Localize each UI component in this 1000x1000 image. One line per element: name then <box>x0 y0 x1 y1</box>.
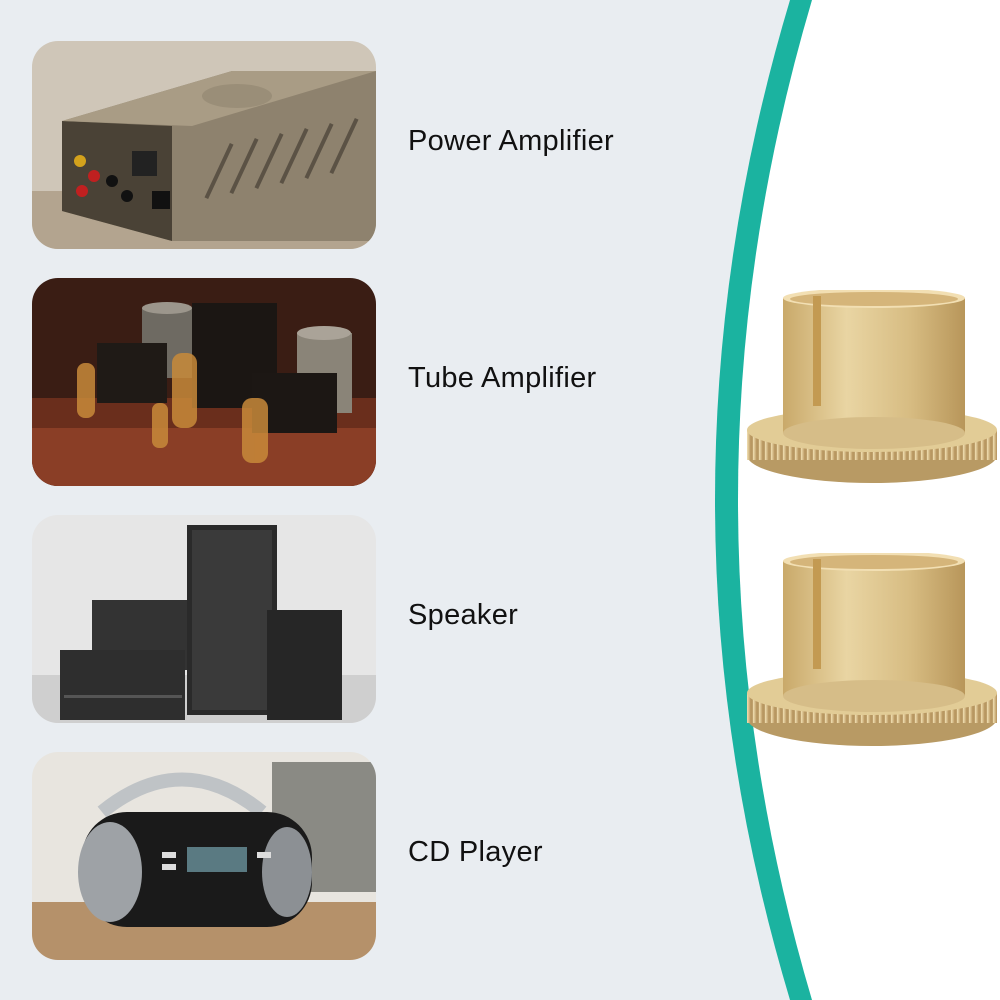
cd-player-label: CD Player <box>408 836 543 868</box>
power-amplifier-photo <box>32 41 376 249</box>
gold-sleeve-product-top <box>747 290 997 483</box>
speaker-photo <box>32 515 376 723</box>
tube-amplifier-label: Tube Amplifier <box>408 362 597 394</box>
cd-player-photo <box>32 752 376 960</box>
application-power-amplifier: Power Amplifier <box>32 41 632 249</box>
power-amplifier-label: Power Amplifier <box>408 125 614 157</box>
speaker-label: Speaker <box>408 599 519 631</box>
application-tube-amplifier: Tube Amplifier <box>32 278 632 486</box>
gold-sleeve-product-bottom <box>747 553 997 746</box>
tube-amplifier-photo <box>32 278 376 486</box>
application-speaker: Speaker <box>32 515 632 723</box>
application-cd-player: CD Player <box>32 752 632 960</box>
